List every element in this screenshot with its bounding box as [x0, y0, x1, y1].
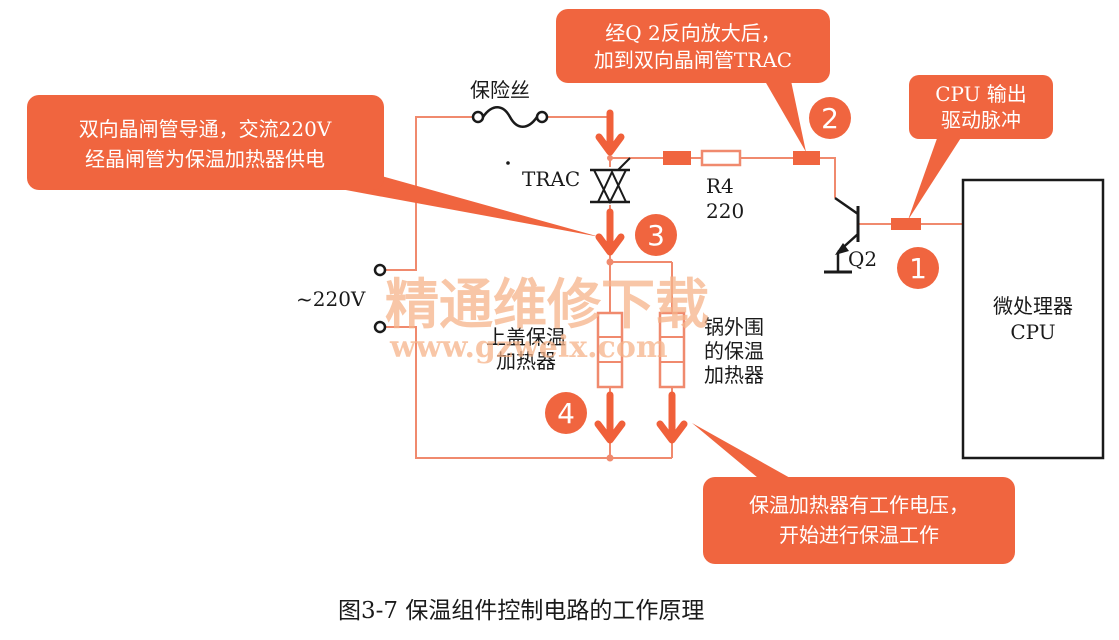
cpu-label-line2: CPU: [1010, 320, 1055, 344]
callout-cpu-output: CPU 输出 驱动脉冲: [908, 75, 1053, 220]
gate-resistor-small: [663, 151, 691, 165]
watermark-cn: 精通维修下载: [385, 272, 709, 336]
q2-collector-lead: [793, 151, 820, 165]
triac-symbol: [590, 157, 631, 205]
callout-triac-on-line1: 双向晶闸管导通，交流220V: [79, 117, 332, 141]
step-badge-1: 1: [897, 247, 939, 289]
callout-cpu-output-line2: 驱动脉冲: [941, 108, 1021, 132]
callout-cpu-output-line1: CPU 输出: [935, 82, 1027, 106]
step-badge-2: 2: [809, 97, 851, 139]
step-number-4: 4: [557, 397, 575, 430]
flow-arrow-lid-heater: [594, 391, 626, 444]
triac-label: TRAC: [522, 167, 580, 191]
callout-triac-on-line2: 经晶闸管为保温加热器供电: [85, 147, 325, 171]
callout-q2-amplify-line2: 加到双向晶闸管TRAC: [594, 48, 792, 72]
heater-lid: [596, 311, 624, 389]
resistor-r4: [700, 149, 742, 167]
callout-triac-on: 双向晶闸管导通，交流220V 经晶闸管为保温加热器供电: [27, 95, 600, 237]
heater-lid-label-line1: 上盖保温: [486, 325, 566, 349]
base-drive-lead: [891, 218, 921, 230]
stray-dot: [506, 161, 510, 165]
step-number-2: 2: [821, 102, 839, 135]
step-number-1: 1: [909, 252, 927, 285]
transistor-q2: [824, 196, 860, 274]
callout-heater-voltage: 保温加热器有工作电压， 开始进行保温工作: [692, 423, 1015, 564]
callout-heater-voltage-line2: 开始进行保温工作: [779, 523, 939, 547]
heater-pot-label-line1: 锅外围: [704, 315, 764, 339]
fuse-symbol: [471, 106, 549, 128]
callout-heater-voltage-line1: 保温加热器有工作电压，: [749, 493, 969, 517]
junction-dot-bottom: [606, 454, 614, 462]
ac-terminal-top: [373, 263, 387, 277]
cpu-box: [961, 178, 1105, 460]
heater-lid-label-line2: 加热器: [496, 349, 556, 373]
junction-dot-gate: [607, 155, 613, 161]
flow-arrow-pot-heater: [656, 391, 688, 444]
q2-label: Q2: [848, 247, 877, 271]
ac-terminal-bottom: [373, 320, 387, 334]
heater-pot-label-line2: 的保温: [704, 339, 764, 363]
r4-label: R4: [706, 174, 734, 198]
r4-value-label: 220: [706, 199, 744, 223]
heater-pot: [658, 311, 686, 389]
figure-caption: 图3-7 保温组件控制电路的工作原理: [338, 598, 704, 624]
flow-arrow-triac-output: [595, 208, 625, 256]
step-badge-3: 3: [635, 214, 677, 256]
fuse-label: 保险丝: [470, 78, 530, 102]
flow-arrow-fuse-to-triac: [595, 109, 625, 156]
cpu-label-line1: 微处理器: [993, 294, 1073, 318]
ac-source-label: ~220V: [296, 287, 366, 311]
step-number-3: 3: [647, 219, 665, 252]
junction-dot-top: [606, 258, 614, 266]
step-badge-4: 4: [545, 392, 587, 434]
heater-pot-label-line3: 加热器: [704, 363, 764, 387]
watermark-url: www.gzweix.com: [389, 330, 668, 365]
callout-q2-amplify-line1: 经Q 2反向放大后，: [605, 21, 780, 45]
circuit-wires: [386, 116, 963, 459]
callout-q2-amplify: 经Q 2反向放大后， 加到双向晶闸管TRAC: [556, 9, 830, 152]
